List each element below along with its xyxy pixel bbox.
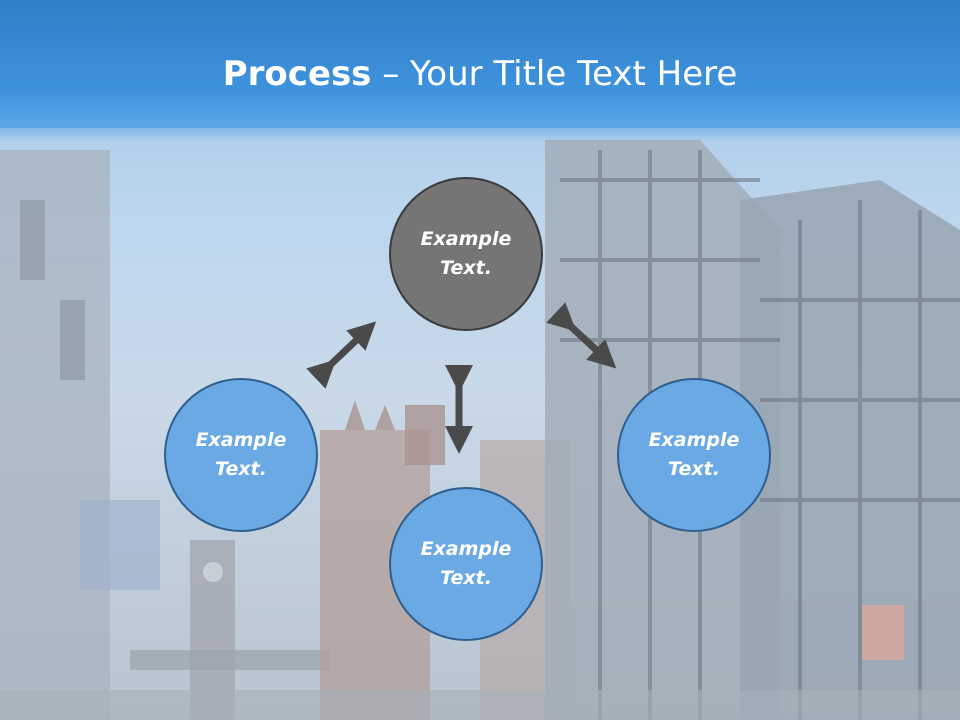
arrow-top-right — [546, 302, 617, 369]
slide-title-rest: – Your Title Text Here — [371, 54, 738, 94]
process-node-right: Example Text. — [617, 378, 771, 532]
process-node-left-label: Example Text. — [195, 429, 287, 480]
title-bar-fade — [0, 120, 960, 142]
process-node-bottom: Example Text. — [389, 487, 543, 641]
process-node-top: Example Text. — [389, 177, 543, 331]
process-node-bottom-label: Example Text. — [420, 538, 512, 589]
process-node-top-label: Example Text. — [420, 228, 512, 279]
slide-title: Process – Your Title Text Here — [0, 52, 960, 96]
process-node-left: Example Text. — [164, 378, 318, 532]
arrow-top-left — [306, 321, 377, 389]
process-node-right-label: Example Text. — [648, 429, 740, 480]
title-bar — [0, 0, 960, 128]
slide-title-bold: Process — [222, 54, 372, 94]
